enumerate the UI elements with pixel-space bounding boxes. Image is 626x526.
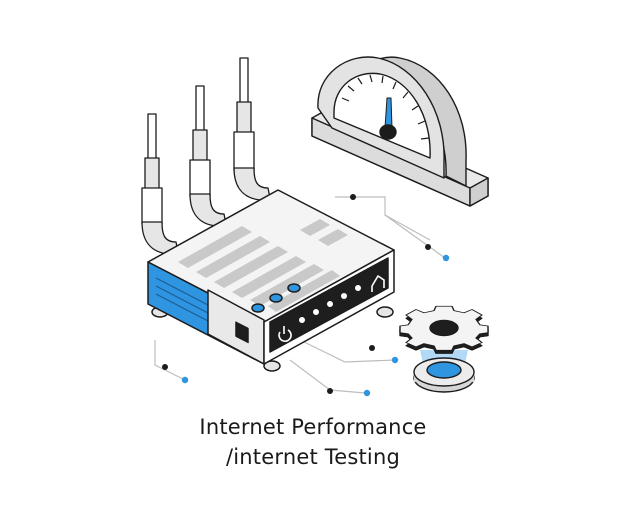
caption-line-2: /internet Testing [225,445,400,469]
home-icon [371,275,385,292]
caption-line-1: Internet Performance [199,415,427,439]
router-icon [147,189,395,372]
power-icon [278,326,292,343]
connector-dots [162,194,450,397]
speedometer-icon [311,56,489,207]
gear-icon [399,305,489,393]
caption: Internet Performance /internet Testing [0,412,626,472]
antenna-icon [141,57,271,255]
